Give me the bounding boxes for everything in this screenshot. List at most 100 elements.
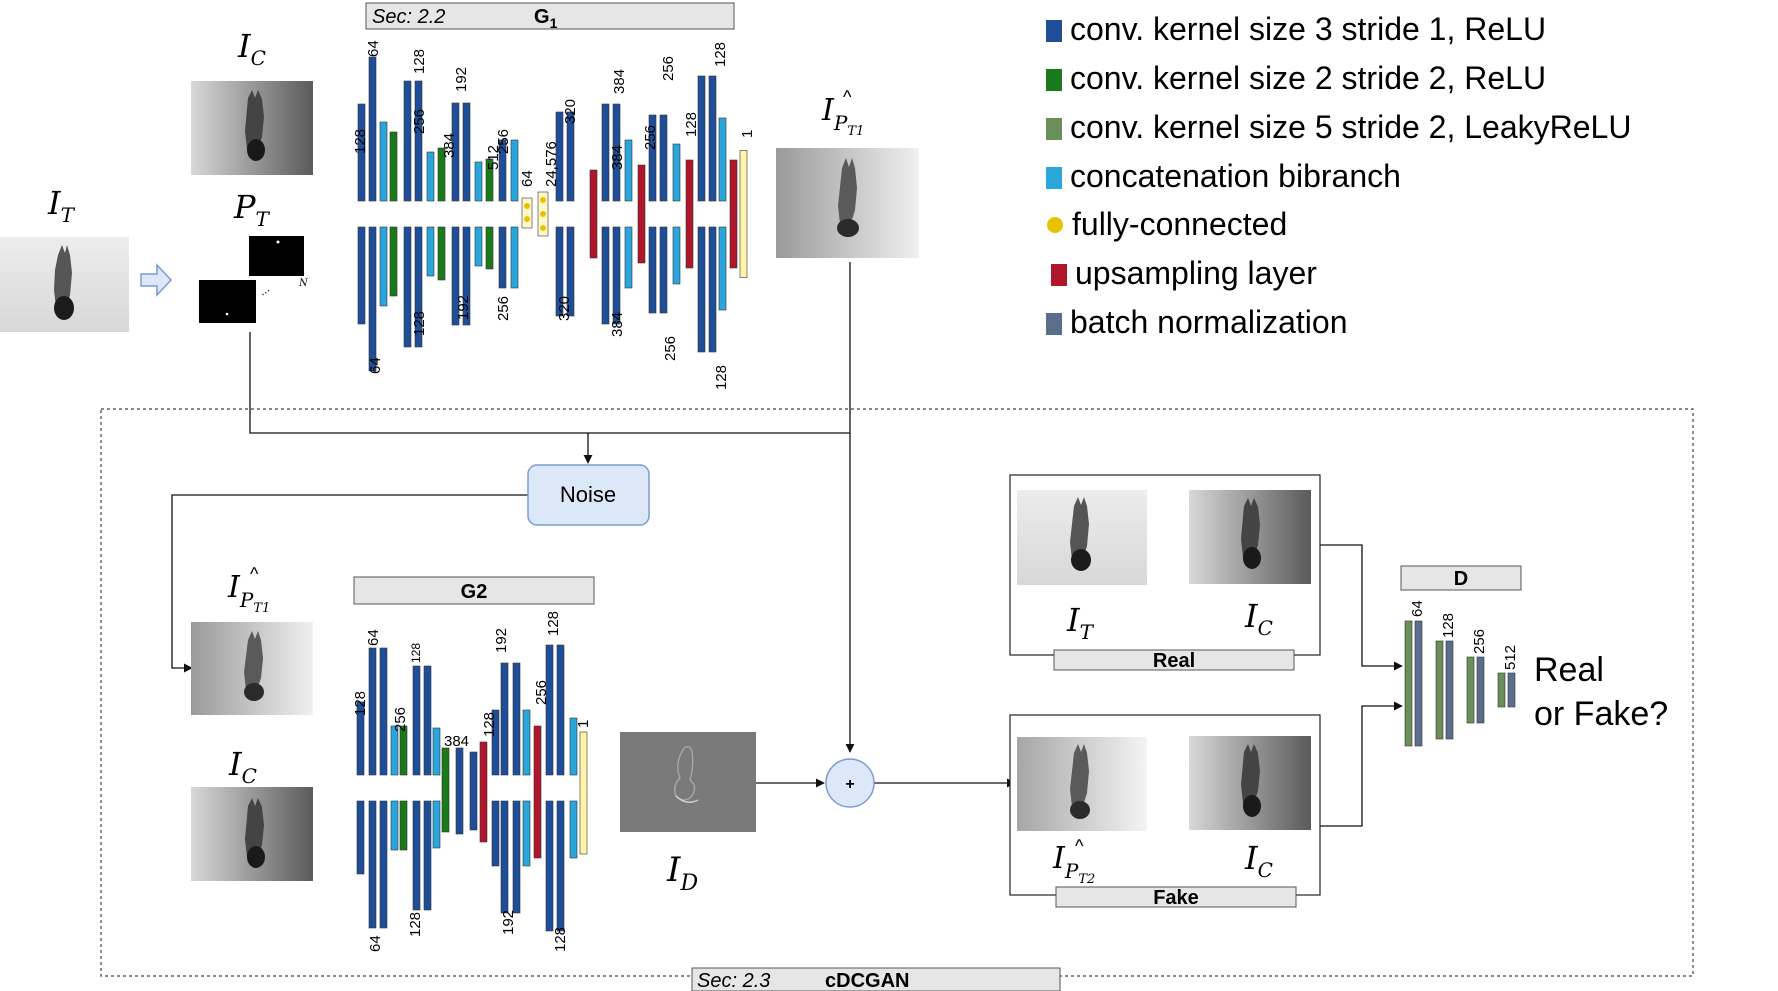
line-noise-to-g2: [171, 494, 528, 673]
g1-layer-bar: [403, 80, 412, 202]
d-output-line2: or Fake?: [1534, 695, 1668, 733]
g2-title: G2: [461, 581, 488, 603]
g2-layer-bar: [432, 727, 441, 776]
fake-pair: IPT2 ^ IC Fake: [1009, 714, 1321, 909]
layer-channel-label: 192: [500, 910, 517, 935]
pose-map-dots: ...: [256, 281, 272, 298]
g2-layer-bar: [368, 800, 377, 929]
layer-channel-label: 64: [365, 40, 382, 57]
g1-layer-bar: [672, 226, 681, 285]
image-ic-top: [191, 81, 313, 175]
g1-layer-bar: [379, 226, 388, 307]
g1-fc-node: [540, 225, 546, 231]
g1-layer-bar: [426, 226, 435, 277]
g2-layer-bar: [500, 662, 509, 776]
math-label-fake-ipt2: IPT2: [1052, 841, 1095, 887]
g1-layer-bar: [485, 158, 494, 202]
g1-header: Sec: 2.2 G1: [365, 2, 735, 31]
legend-swatch-conv3: [1046, 20, 1062, 42]
legend-swatch-fc: [1047, 217, 1063, 233]
g1-layer-bar: [612, 103, 621, 202]
layer-channel-label: 256: [662, 336, 679, 361]
math-label-ic-top: IC: [237, 27, 266, 70]
g1-layer-bar: [379, 121, 388, 202]
legend-label-upsample: upsampling layer: [1075, 255, 1317, 291]
g1-layer-bar: [474, 161, 483, 202]
layer-channel-label: 64: [1409, 600, 1426, 617]
legend-swatch-conv5: [1046, 118, 1062, 140]
d-layer-bar: [1476, 656, 1485, 724]
g1-layer-bar: [566, 226, 575, 317]
g1-layer-bar: [624, 226, 633, 289]
g1-layer-bar: [510, 226, 519, 289]
d-layer-bar: [1404, 620, 1413, 747]
g2-layer-bar: [491, 709, 500, 776]
g1-layer-bar: [498, 139, 507, 202]
g2-layer-bar: [556, 644, 565, 776]
d-output: Real or Fake?: [1534, 651, 1668, 733]
g1-layer-bar: [697, 75, 706, 202]
g1-layer-bar: [555, 226, 564, 317]
layer-channel-label: 384: [609, 312, 626, 337]
layer-channel-label: 128: [683, 112, 700, 137]
sum-node: +: [825, 758, 875, 808]
layer-channel-label: 64: [367, 357, 384, 374]
g2-layer-bar: [399, 725, 408, 776]
layer-channel-label: 192: [493, 628, 510, 653]
g1-layer-bar: [389, 131, 398, 202]
legend-item-fc: fully-connected: [1047, 206, 1287, 242]
d-title: D: [1454, 568, 1468, 590]
sum-node-circle: [825, 758, 875, 808]
legend-label-conv5: conv. kernel size 5 stride 2, LeakyReLU: [1070, 109, 1631, 145]
g1-layer-bar: [462, 102, 471, 202]
g1-section-prefix: Sec: 2.2: [372, 6, 445, 28]
layer-channel-label: 256: [495, 129, 512, 154]
g2-layer-bar: [356, 701, 365, 776]
image-fake-ic: [1189, 736, 1311, 830]
input-it: IT: [0, 184, 129, 332]
g2-layer-bar: [412, 665, 421, 776]
g1-layer-bar: [389, 226, 398, 297]
g1-layer-bar: [555, 111, 564, 202]
layer-channel-label: 384: [611, 69, 628, 94]
g1-layer-bar: [718, 226, 727, 311]
g2-layer-bar: [432, 800, 441, 849]
layer-channel-label: 128: [409, 643, 423, 663]
layer-channel-label: 1: [739, 130, 756, 138]
g1-layer-bar: [462, 226, 471, 326]
layer-channel-label: 64: [519, 170, 536, 187]
legend-label-fc: fully-connected: [1072, 206, 1287, 242]
g2-layer-bar: [512, 800, 521, 914]
cdcgan-title: cDCGAN: [825, 970, 909, 991]
pose-map-front: [199, 280, 256, 323]
g2-layer-bar: [500, 800, 509, 914]
g1-layer-bar: [498, 226, 507, 289]
d-layer-bar: [1445, 640, 1454, 740]
g2-layer-bar: [533, 725, 542, 859]
d-header-box: [1400, 565, 1522, 591]
layer-channel-label: 384: [441, 133, 458, 158]
g1-header-box: [365, 2, 735, 30]
g1-layer-bar: [601, 103, 610, 202]
g1-layer-bar: [718, 117, 727, 202]
g2-layer-bar: [512, 662, 521, 776]
legend-swatch-batchnorm: [1046, 313, 1062, 335]
layer-channel-label: 256: [660, 56, 677, 81]
math-label-id: ID: [666, 850, 698, 896]
sum-node-symbol: +: [845, 776, 854, 793]
d-layer-bar: [1435, 640, 1444, 740]
math-label-it: IT: [47, 184, 76, 227]
d-layer-bar: [1507, 672, 1516, 708]
legend-item-conv3: conv. kernel size 3 stride 1, ReLU: [1046, 11, 1546, 47]
layer-channel-label: 256: [392, 707, 409, 732]
layer-channel-label: 384: [444, 733, 469, 750]
g1-layer-bar: [589, 169, 598, 259]
layer-channel-label: 128: [352, 691, 369, 716]
g1-layer-bar: [672, 143, 681, 202]
layer-channel-label: 256: [411, 109, 428, 134]
legend-label-concat: concatenation bibranch: [1070, 158, 1401, 194]
g2-layer-bar: [569, 717, 578, 776]
image-real-ic: [1189, 490, 1311, 584]
g1-layer-bar: [566, 111, 575, 202]
